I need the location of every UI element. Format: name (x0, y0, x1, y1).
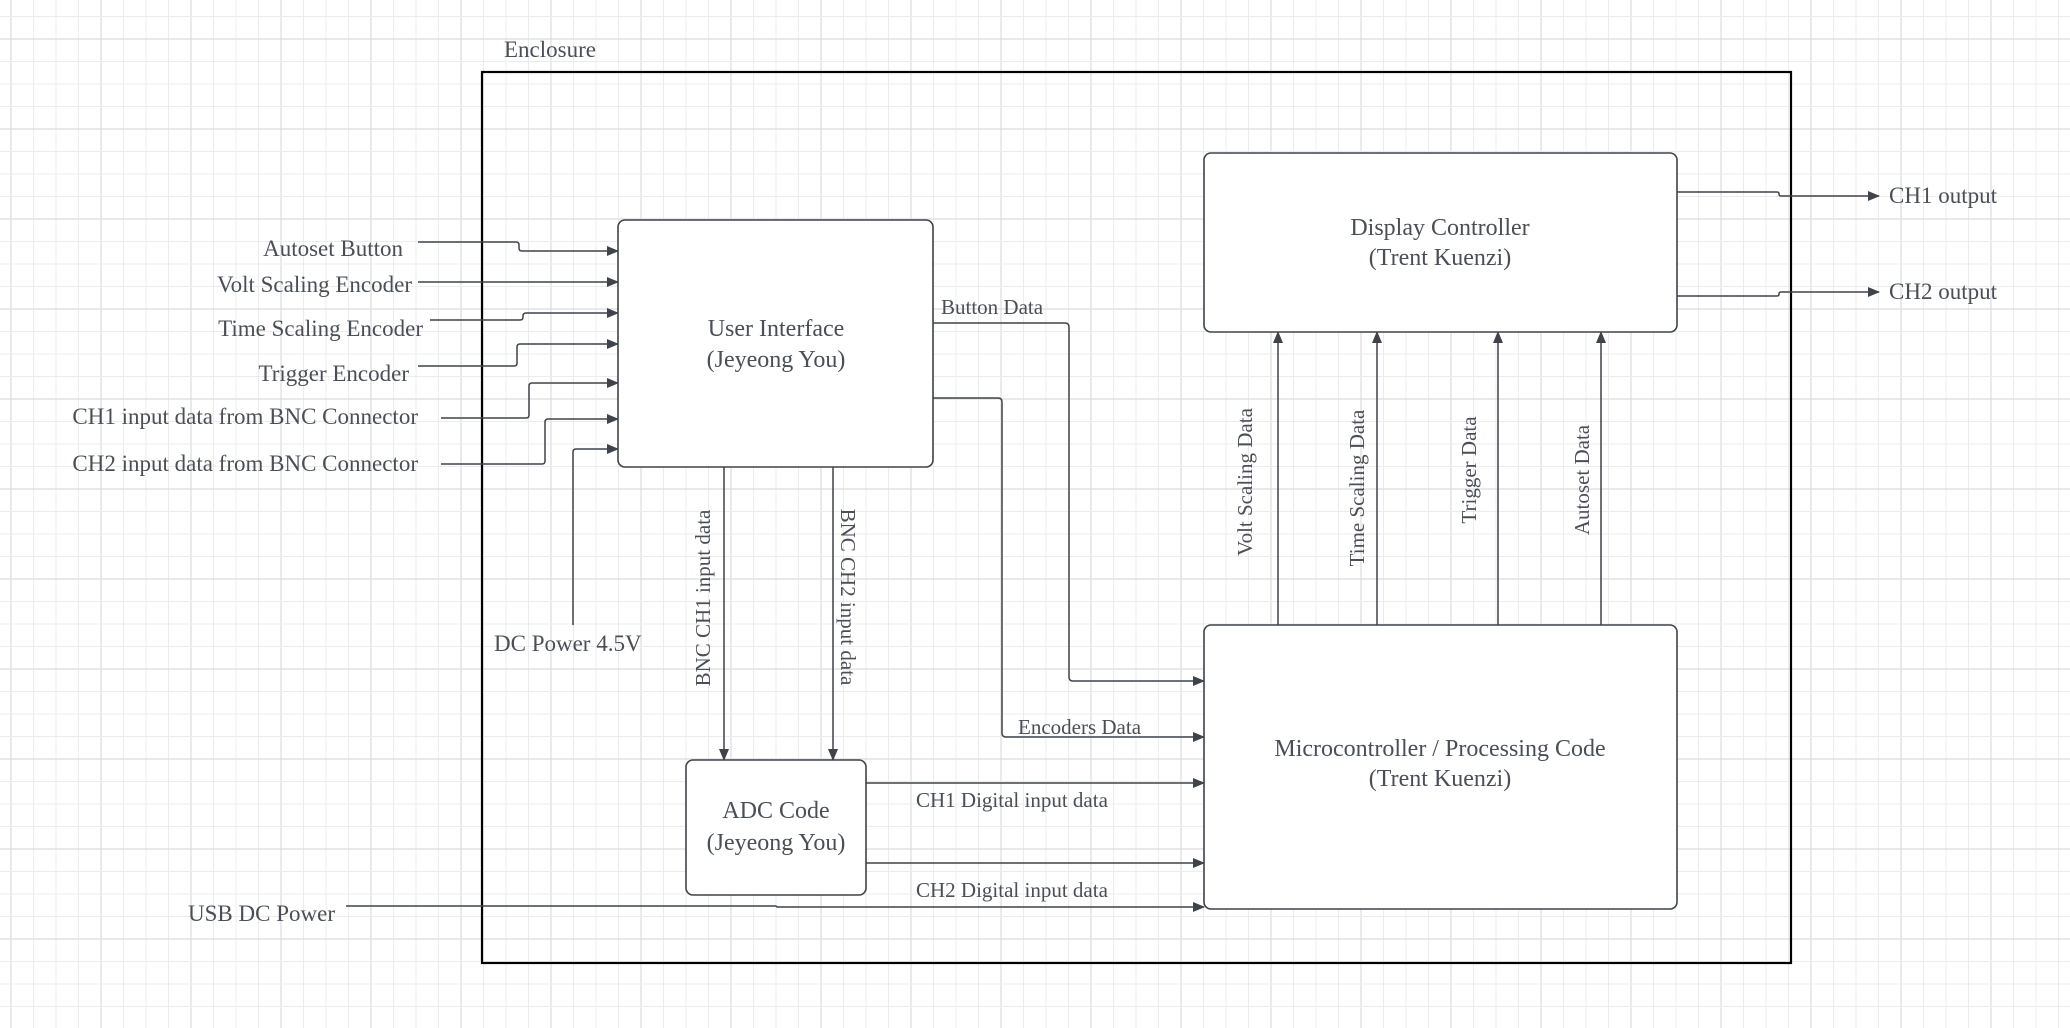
label-ch1-digital: CH1 Digital input data (916, 788, 1109, 812)
wire-usb-power (346, 902, 1205, 912)
adc-title: ADC Code (722, 798, 829, 824)
user-interface-title: User Interface (708, 316, 845, 342)
display-controller-title: Display Controller (1350, 215, 1529, 241)
label-ch2-digital: CH2 Digital input data (916, 878, 1109, 902)
wire-ch1-bnc-input (441, 378, 619, 419)
label-autoset-data: Autoset Data (1570, 424, 1594, 535)
input-label-autoset-button: Autoset Button (263, 236, 403, 261)
wire-time-encoder (430, 308, 619, 321)
enclosure-boundary (480, 70, 1793, 965)
block-adc[interactable]: ADC Code (Jeyeong You) (685, 759, 867, 896)
label-encoders-data: Encoders Data (1018, 715, 1142, 739)
input-label-ch2-bnc: CH2 input data from BNC Connector (72, 451, 418, 476)
wire-ch2-bnc-input (441, 414, 619, 465)
block-display-controller[interactable]: Display Controller (Trent Kuenzi) (1203, 152, 1678, 333)
wire-autoset-button (418, 241, 619, 256)
microcontroller-box (1203, 624, 1678, 910)
label-bnc-ch1: BNC CH1 input data (691, 509, 715, 686)
label-bnc-ch2: BNC CH2 input data (836, 509, 860, 686)
label-volt-scaling-data: Volt Scaling Data (1233, 407, 1257, 555)
adc-owner: (Jeyeong You) (707, 830, 846, 856)
usb-power-label: USB DC Power (188, 901, 335, 926)
output-label-ch1: CH1 output (1889, 183, 1998, 208)
input-label-volt-encoder: Volt Scaling Encoder (217, 272, 412, 297)
user-interface-owner: (Jeyeong You) (707, 347, 846, 373)
wire-ch1-output (1677, 191, 1880, 201)
display-controller-box (1203, 152, 1678, 333)
microcontroller-owner: (Trent Kuenzi) (1369, 766, 1511, 792)
adc-box (685, 759, 867, 896)
wire-dc-power (572, 444, 619, 625)
display-controller-owner: (Trent Kuenzi) (1369, 245, 1511, 271)
input-label-time-encoder: Time Scaling Encoder (218, 316, 423, 341)
input-label-trigger-encoder: Trigger Encoder (258, 361, 409, 386)
input-label-ch1-bnc: CH1 input data from BNC Connector (72, 404, 418, 429)
output-label-ch2: CH2 output (1889, 279, 1998, 304)
wire-trigger-encoder (418, 339, 619, 367)
wire-ch2-output (1677, 287, 1880, 297)
label-button-data: Button Data (941, 295, 1044, 319)
block-user-interface[interactable]: User Interface (Jeyeong You) (617, 219, 934, 468)
wire-encoders-data (933, 397, 1205, 742)
user-interface-box (617, 219, 934, 468)
enclosure-label: Enclosure (504, 37, 596, 62)
label-trigger-data: Trigger Data (1457, 416, 1481, 524)
label-time-scaling-data: Time Scaling Data (1345, 409, 1369, 566)
wire-button-data (933, 322, 1205, 686)
dc-power-label: DC Power 4.5V (494, 631, 642, 656)
block-microcontroller[interactable]: Microcontroller / Processing Code (Trent… (1203, 624, 1678, 910)
microcontroller-title: Microcontroller / Processing Code (1274, 736, 1605, 762)
